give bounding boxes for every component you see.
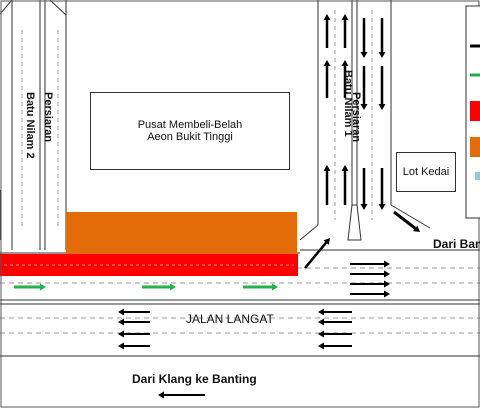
green-eastbound-arrow bbox=[142, 283, 176, 291]
arrow-shaft bbox=[393, 210, 417, 230]
westbound-arrow bbox=[318, 330, 352, 338]
arrow-head bbox=[40, 283, 46, 291]
arrow-head bbox=[341, 14, 349, 20]
northbound-arrow bbox=[341, 60, 349, 98]
arrow-head bbox=[341, 165, 349, 171]
arrow-head bbox=[360, 204, 368, 210]
southbound-arrow bbox=[378, 168, 386, 210]
lot-kedai-label: Lot Kedai bbox=[402, 166, 450, 178]
arrow-head bbox=[158, 391, 164, 399]
westbound-arrow bbox=[318, 318, 352, 326]
southbound-arrow bbox=[378, 66, 386, 110]
westbound-arrow bbox=[118, 342, 150, 350]
mall-name-line2: Aeon Bukit Tinggi bbox=[147, 131, 233, 143]
direction-label-dari-ban: Dari Ban bbox=[433, 237, 480, 251]
traffic-arrows bbox=[14, 14, 420, 399]
arrow-head bbox=[318, 308, 324, 316]
street-label-persiaran-left: Persiaran bbox=[42, 92, 54, 143]
mall-name-line1: Pusat Membeli-Belah bbox=[137, 119, 243, 131]
arrow-head bbox=[272, 283, 278, 291]
lot-kedai-building: Lot Kedai bbox=[396, 152, 456, 192]
northbound-arrow bbox=[341, 165, 349, 205]
arrow-head bbox=[384, 290, 390, 298]
orange-zone bbox=[66, 212, 297, 254]
eastbound-arrow bbox=[350, 280, 390, 288]
southbound-arrow bbox=[360, 168, 368, 210]
direction-arrow bbox=[158, 391, 205, 399]
road-edge bbox=[49, 0, 67, 16]
street-label-batu-nilam-2: Batu Nilam 2 bbox=[24, 92, 36, 159]
arrow-head bbox=[118, 330, 124, 338]
arrow-shaft bbox=[304, 241, 328, 269]
eastbound-arrow bbox=[350, 270, 390, 278]
arrow-head bbox=[118, 342, 124, 350]
arrow-head bbox=[341, 60, 349, 66]
arrow-head bbox=[118, 318, 124, 326]
mall-building: Pusat Membeli-Belah Aeon Bukit Tinggi bbox=[90, 92, 290, 170]
arrow-head bbox=[318, 342, 324, 350]
arrow-head bbox=[323, 60, 331, 66]
northbound-arrow bbox=[341, 14, 349, 48]
arrow-head bbox=[384, 280, 390, 288]
road-edge bbox=[390, 204, 431, 229]
street-label-batu-nilam-1: Batu Nilam 1 bbox=[342, 70, 354, 137]
arrow-head bbox=[323, 238, 330, 245]
legend-blue-swatch bbox=[475, 172, 480, 180]
arrow-head bbox=[323, 165, 331, 171]
northbound-arrow bbox=[323, 60, 331, 98]
southbound-arrow bbox=[378, 18, 386, 58]
westbound-arrow bbox=[118, 318, 150, 326]
arrow-head bbox=[413, 225, 420, 232]
southbound-arrow bbox=[360, 18, 368, 58]
arrow-head bbox=[378, 204, 386, 210]
arrow-head bbox=[378, 52, 386, 58]
eastbound-arrow bbox=[350, 290, 390, 298]
exit-arrow bbox=[393, 210, 420, 232]
westbound-arrow bbox=[318, 308, 352, 316]
northbound-arrow bbox=[323, 165, 331, 205]
green-eastbound-arrow bbox=[243, 283, 278, 291]
green-eastbound-arrow bbox=[14, 283, 46, 291]
road-label-jalan-langat: JALAN LANGAT bbox=[186, 312, 274, 326]
westbound-arrow bbox=[318, 342, 352, 350]
road-edge bbox=[0, 0, 13, 15]
arrow-head bbox=[170, 283, 176, 291]
westbound-arrow bbox=[118, 308, 150, 316]
southbound-arrow bbox=[360, 66, 368, 110]
arrow-head bbox=[318, 318, 324, 326]
arrow-head bbox=[384, 270, 390, 278]
legend-red-swatch bbox=[470, 101, 480, 121]
arrow-head bbox=[318, 330, 324, 338]
westbound-arrow bbox=[118, 330, 150, 338]
arrow-head bbox=[384, 260, 390, 268]
eastbound-arrow bbox=[350, 260, 390, 268]
arrow-head bbox=[323, 14, 331, 20]
arrow-head bbox=[118, 308, 124, 316]
road-edge bbox=[299, 224, 319, 241]
northbound-arrow bbox=[323, 14, 331, 48]
arrow-head bbox=[360, 52, 368, 58]
turn-arrow bbox=[304, 238, 330, 269]
direction-label-klang-banting: Dari Klang ke Banting bbox=[132, 372, 257, 386]
arrow-head bbox=[360, 104, 368, 110]
legend-orange-swatch bbox=[470, 137, 480, 157]
median-nose bbox=[347, 204, 362, 241]
arrow-head bbox=[378, 104, 386, 110]
